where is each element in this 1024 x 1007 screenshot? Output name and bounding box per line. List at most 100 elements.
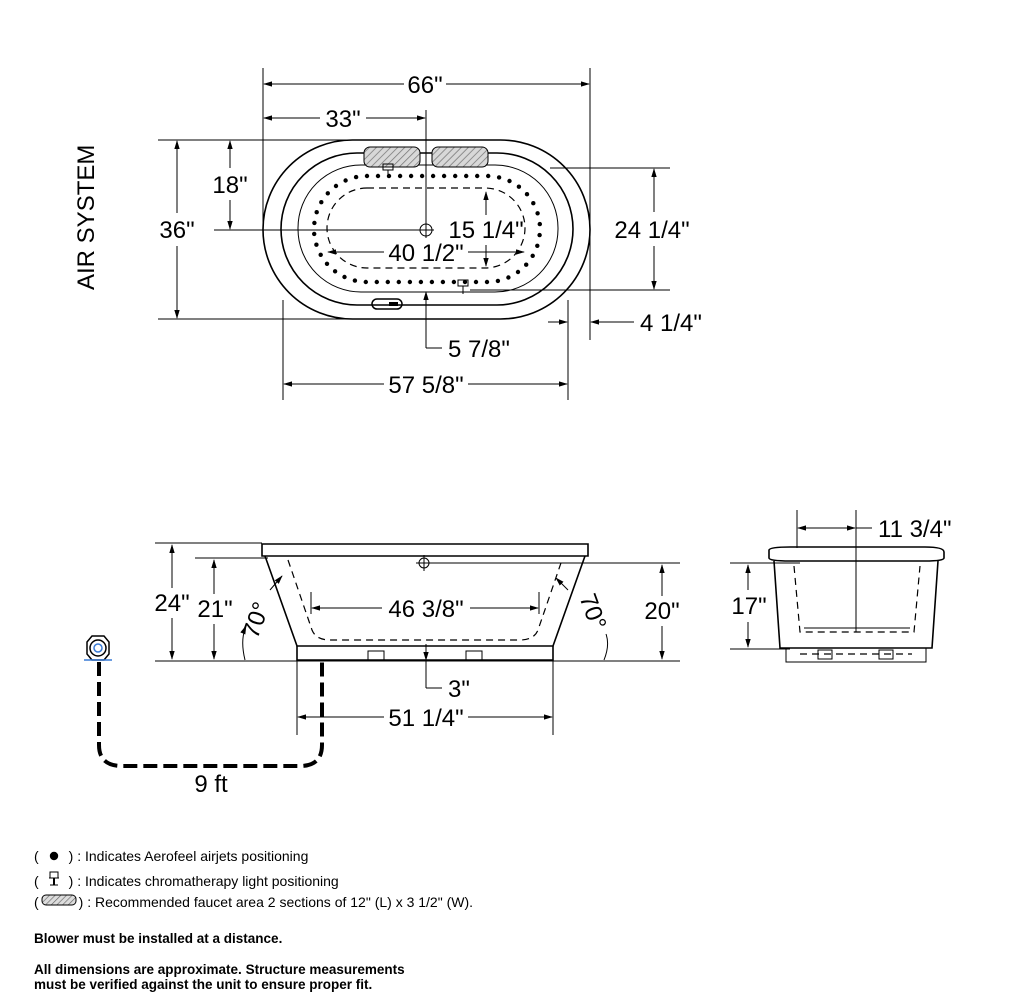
- airjet-dot-icon: [314, 242, 319, 247]
- foot-right: [465, 650, 483, 661]
- airjet-dot-icon: [462, 279, 468, 285]
- airjet-dot-icon: [312, 231, 317, 237]
- airjet-dot-icon: [374, 279, 379, 285]
- dim-base-length: 51 1/4": [388, 705, 463, 732]
- airjet-dot-icon: [515, 269, 521, 275]
- dim-overall-width: 36": [159, 217, 194, 244]
- airjet-dot-icon: [486, 173, 491, 179]
- airjet-dot-icon: [386, 173, 392, 179]
- airjet-dot-icon: [453, 173, 458, 179]
- airjet-dot-icon: [325, 191, 330, 196]
- airjet-dot-icon: [535, 243, 540, 248]
- approx-note-line2: must be verified against the unit to ens…: [34, 977, 373, 992]
- legend-airjets: () : Indicates Aerofeel airjets position…: [34, 848, 309, 864]
- airjet-dot-icon: [473, 279, 479, 285]
- airjet-dot-icon: [524, 262, 529, 267]
- legend-faucet: () : Recommended faucet area 2 sections …: [34, 893, 474, 910]
- dim-drain-offset: 3": [448, 676, 470, 703]
- airjet-dot-icon: [475, 173, 480, 179]
- blower-note: Blower must be installed at a distance.: [34, 931, 283, 946]
- faucet-area-icon: [39, 893, 79, 910]
- end-view-body: [773, 560, 939, 649]
- dim-hose-length: 9 ft: [194, 771, 228, 798]
- dim-inner-width: 24 1/4": [614, 217, 689, 244]
- dim-floor-length: 46 3/8": [388, 596, 463, 623]
- dim-end-half-depth: 11 3/4": [878, 516, 951, 543]
- dim-half-length: 33": [325, 106, 360, 133]
- airjet-dot-icon: [418, 279, 424, 285]
- airjet-dot-icon: [333, 183, 339, 189]
- tub-inner-wall: [287, 559, 563, 641]
- dim-angle-right: 70°: [574, 590, 612, 633]
- airjet-dot-icon: [319, 200, 324, 205]
- end-view: 11 3/4" 17": [730, 510, 951, 663]
- airjet-dot-icon: [396, 279, 401, 285]
- dim-inner-length: 40 1/2": [388, 240, 463, 267]
- airjet-dot-icon: [419, 173, 425, 179]
- top-view: AIR SYSTEM: [73, 68, 702, 400]
- control-button-icon: [371, 298, 403, 310]
- dim-end-height: 17": [731, 593, 766, 620]
- airjet-dot-icon: [524, 192, 530, 197]
- airjet-dot-icon: [352, 278, 358, 283]
- foot-left: [367, 650, 385, 661]
- side-view: 24" 21" 20" 70° 70° 46 3/8" 3" 51 1/4": [84, 542, 680, 798]
- dim-offset-bottom: 5 7/8": [448, 336, 510, 363]
- blower-hose: [97, 662, 324, 768]
- airjet-dot-icon: [408, 173, 414, 179]
- airjet-dot-icon: [318, 252, 323, 257]
- airjet-dot-icon: [430, 173, 436, 179]
- tub-inner-rim: [280, 152, 574, 306]
- airjet-dot-icon: [39, 848, 69, 864]
- airjet-dot-icon: [495, 278, 501, 284]
- chromatherapy-light-icon: [382, 163, 394, 178]
- faucet-area-right: [431, 146, 489, 168]
- airjet-dot-icon: [312, 220, 317, 226]
- dim-side-height: 24": [154, 590, 189, 617]
- airjet-dot-icon: [397, 173, 403, 179]
- airjet-dot-icon: [385, 279, 390, 285]
- airjet-dot-icon: [342, 274, 347, 280]
- dim-right-height: 20": [644, 598, 679, 625]
- dim-interior-length: 57 5/8": [388, 372, 463, 399]
- airjet-dot-icon: [507, 178, 512, 184]
- airjet-dot-icon: [429, 279, 435, 285]
- airjet-dot-icon: [314, 210, 319, 215]
- end-view-rim: [768, 546, 945, 562]
- airjet-dot-icon: [451, 279, 457, 285]
- faucet-area-left: [363, 146, 421, 168]
- airjet-dot-icon: [363, 279, 368, 285]
- legend-lights: () : Indicates chromatherapy light posit…: [34, 870, 339, 889]
- airjet-dot-icon: [530, 253, 535, 258]
- dim-inner-half-width: 15 1/4": [448, 217, 523, 244]
- airjet-dot-icon: [531, 201, 536, 206]
- dim-half-width: 18": [212, 172, 247, 199]
- dim-offset-right: 4 1/4": [640, 310, 702, 337]
- airjet-dot-icon: [440, 279, 446, 285]
- chromatherapy-light-icon: [39, 870, 69, 889]
- dim-overall-length: 66": [407, 72, 442, 99]
- blower-icon: [84, 635, 112, 661]
- airjet-dot-icon: [464, 173, 469, 179]
- airjet-dot-icon: [324, 261, 330, 266]
- airjet-dot-icon: [353, 174, 359, 180]
- airjet-dot-icon: [441, 173, 447, 179]
- airjet-dot-icon: [484, 279, 490, 285]
- floor-outline: [326, 187, 526, 269]
- airjet-dot-icon: [506, 275, 511, 280]
- airjet-dot-icon: [332, 269, 338, 274]
- air-system-label: AIR SYSTEM: [73, 145, 100, 290]
- airjet-dot-icon: [407, 279, 413, 285]
- dim-rim-height: 21": [197, 596, 232, 623]
- airjet-dot-icon: [537, 232, 542, 238]
- airjet-dot-icon: [537, 221, 542, 227]
- tub-side-rim: [261, 543, 589, 557]
- airjet-dot-icon: [364, 173, 370, 179]
- approx-note-line1: All dimensions are approximate. Structur…: [34, 962, 405, 977]
- airjet-dot-icon: [516, 184, 522, 189]
- airjet-dot-icon: [535, 211, 540, 216]
- chromatherapy-light-icon: [457, 279, 469, 294]
- airjet-dot-icon: [496, 175, 502, 180]
- airjet-dot-icon: [375, 173, 381, 179]
